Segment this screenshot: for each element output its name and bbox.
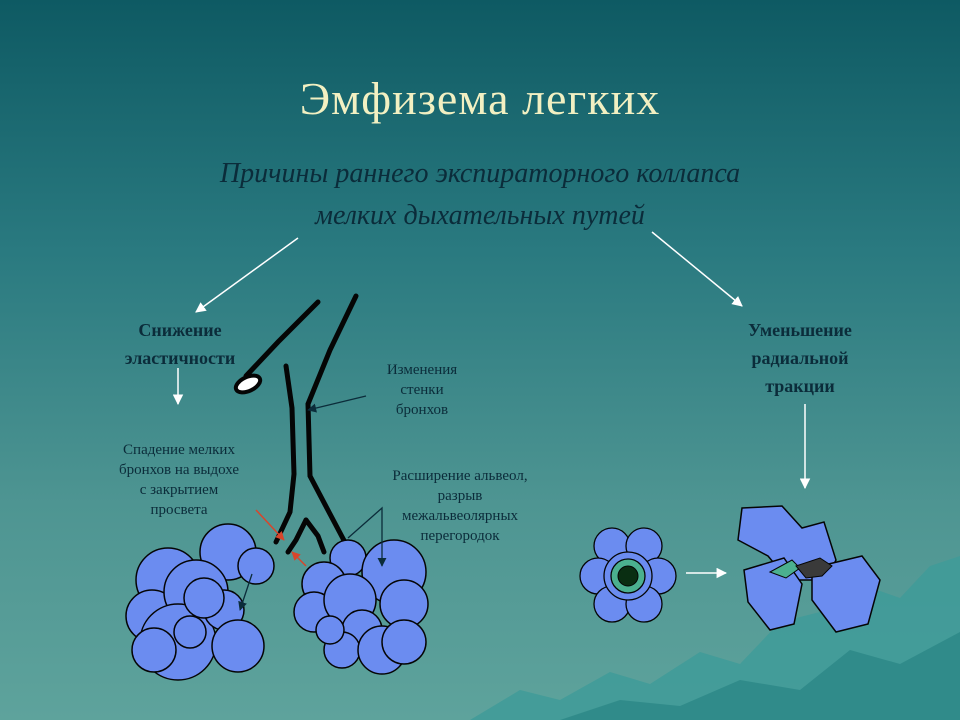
left-heading-line-2: эластичности	[124, 348, 236, 368]
arrow-collapse	[238, 573, 253, 611]
left-heading-line-1: Снижение	[138, 320, 222, 340]
arrow-alveoli	[347, 506, 387, 567]
right-alveoli-cluster	[293, 539, 429, 675]
collapse-label: Спадение мелких бронхов на выдохе с закр…	[84, 440, 274, 520]
right-heading-line-3: тракции	[765, 376, 835, 396]
collapse-line-1: Спадение мелких	[123, 442, 235, 458]
red-arrow-upper	[255, 509, 285, 541]
right-heading-line-1: Уменьшение	[748, 320, 852, 340]
collapse-line-4: просвета	[150, 502, 208, 518]
healthy-airway-lumen	[617, 565, 639, 587]
arrow-to-right-heading	[651, 231, 743, 307]
alveoli-label: Расширение альвеол, разрыв межальвеолярн…	[362, 466, 558, 546]
arrow-to-left-heading	[195, 237, 299, 313]
red-arrow-lower	[291, 551, 307, 567]
alveoli-line-2: разрыв	[437, 488, 483, 504]
collapsed-airway-dark	[795, 557, 833, 579]
right-heading: Уменьшение радиальной тракции	[715, 316, 885, 400]
right-heading-line-2: радиальной	[751, 348, 849, 368]
alveoli-line-4: перегородок	[420, 528, 500, 544]
collapse-line-2: бронхов на выдохе	[118, 462, 240, 478]
slide-subtitle: Причины раннего экспираторного коллапса …	[130, 153, 830, 237]
left-alveoli-cluster	[125, 523, 275, 681]
alveoli-line-1: Расширение альвеол,	[392, 468, 528, 484]
wall-line-3: бронхов	[395, 402, 449, 418]
bronchial-wall-label: Изменения стенки бронхов	[362, 360, 482, 420]
bronchus	[243, 293, 359, 555]
left-heading: Снижение эластичности	[90, 316, 270, 372]
wall-line-1: Изменения	[386, 362, 458, 378]
alveoli-line-3: межальвеолярных	[401, 508, 519, 524]
mountain-range-front	[560, 632, 960, 720]
wall-line-2: стенки	[400, 382, 444, 398]
arrow-wall	[307, 395, 367, 413]
subtitle-line-1: Причины раннего экспираторного коллапса	[219, 158, 741, 189]
bronchus-opening	[233, 373, 263, 395]
slide-title: Эмфизема легких	[299, 73, 661, 124]
subtitle-line-2: мелких дыхательных путей	[315, 200, 645, 231]
collapse-line-3: с закрытием	[139, 482, 219, 498]
